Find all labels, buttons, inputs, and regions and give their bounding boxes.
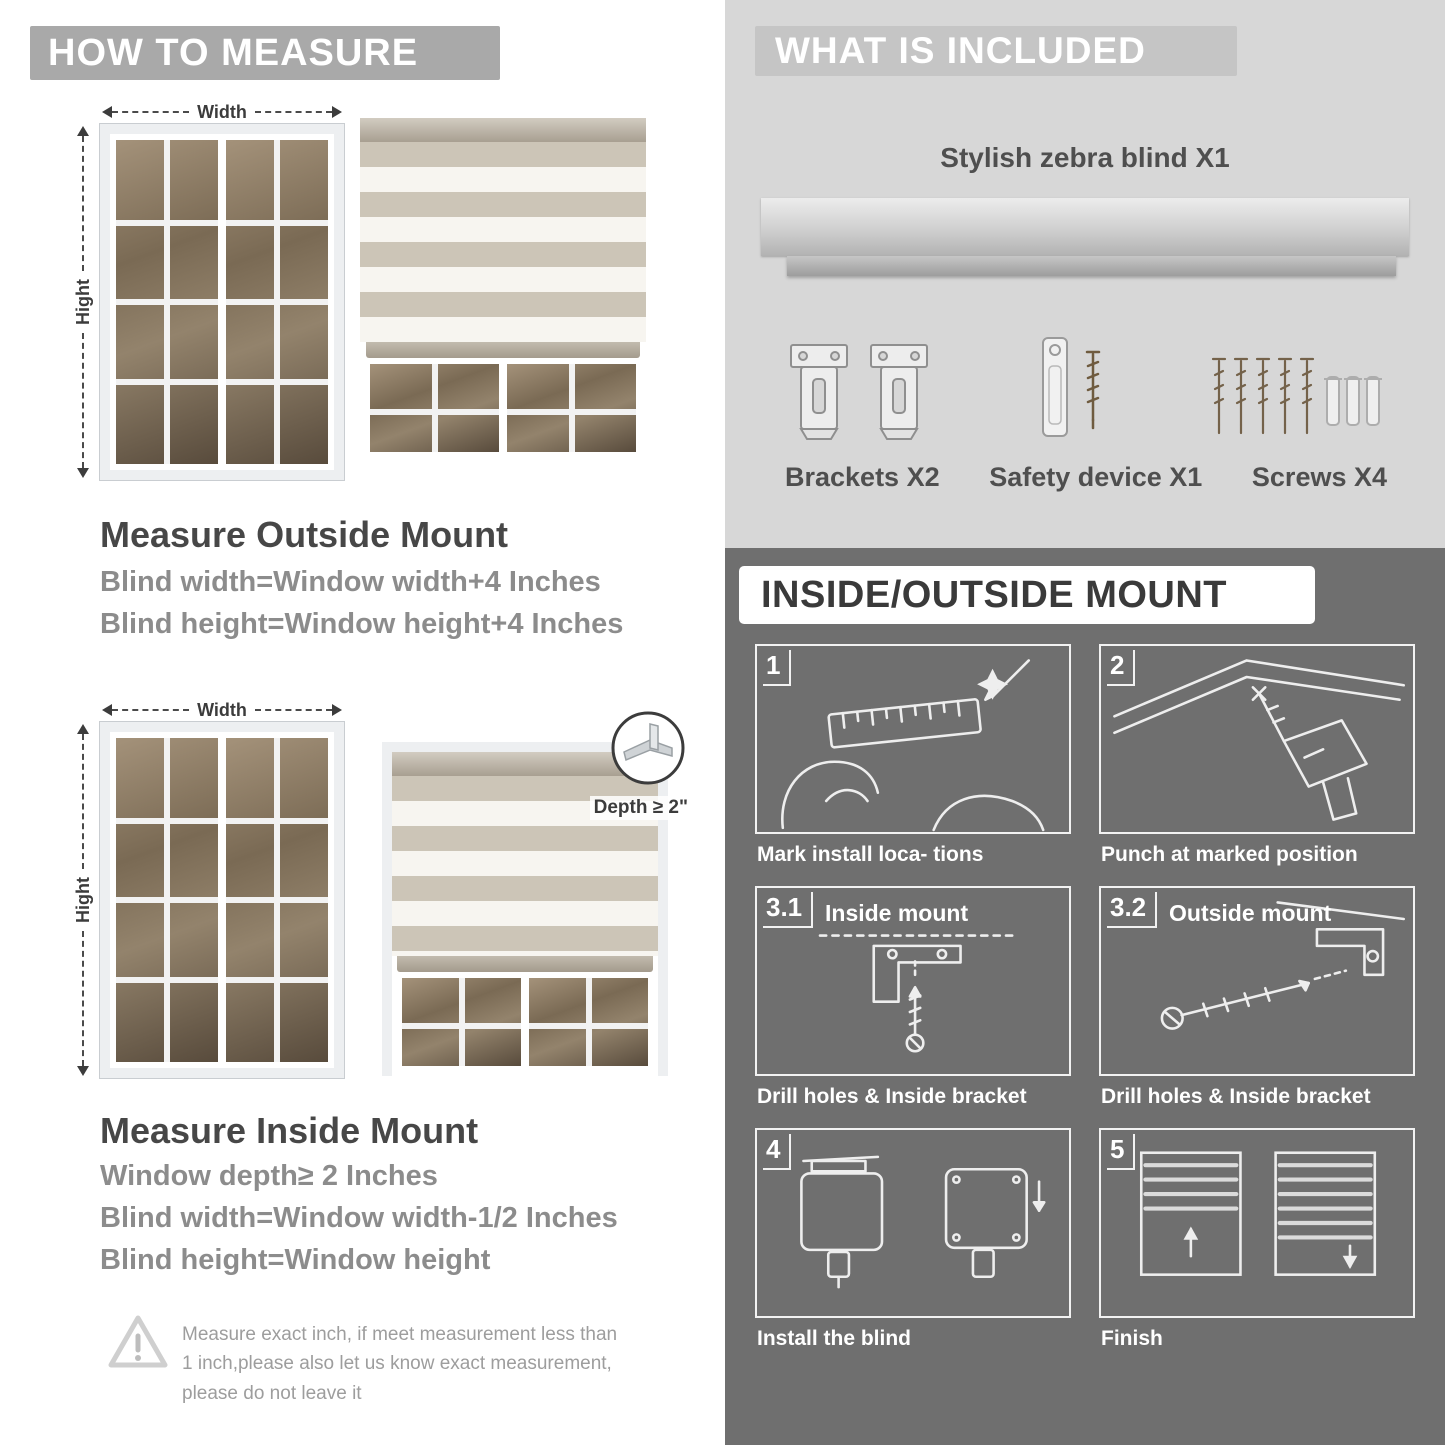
inside-mount-window-diagram: Width Hight <box>66 698 345 1079</box>
mark-location-illustration <box>781 659 1045 832</box>
how-to-measure-header: HOW TO MEASURE <box>30 26 500 80</box>
screws-label: Screws X4 <box>1251 462 1387 492</box>
window-illustration <box>99 123 345 481</box>
outside-mount-window-diagram: Width Hight <box>66 100 345 481</box>
screws-icon <box>1207 347 1387 452</box>
safety-device-icon <box>1021 332 1121 452</box>
included-labels-row: Brackets X2 Safety device X1 Screws X4 <box>725 462 1445 493</box>
step-1-caption: Mark install loca- tions <box>757 843 984 866</box>
step-3-2: 3.2 Outside mount <box>1099 886 1415 1128</box>
arrow-right-icon <box>332 106 343 118</box>
step-1-panel: 1 <box>755 644 1071 834</box>
step-3-1: 3.1 Inside mount <box>755 886 1071 1128</box>
drill-illustration <box>1113 659 1406 821</box>
mount-instructions-section: INSIDE/OUTSIDE MOUNT 1 <box>725 548 1445 1445</box>
width-arrow: Width <box>100 100 344 124</box>
inside-bracket-illustration <box>818 934 1018 1053</box>
arrow-right-icon <box>332 704 343 716</box>
zebra-blind-inside-illustration: Depth ≥ 2" <box>382 711 692 1076</box>
window-under-blind <box>392 972 658 1076</box>
step-number: 5 <box>1107 1134 1136 1170</box>
mount-steps-grid: 1 <box>755 644 1415 1370</box>
outside-height-formula: Blind height=Window height+4 Inches <box>100 608 624 640</box>
blind-bottomrail <box>365 342 641 358</box>
step-3-1-panel: 3.1 Inside mount <box>755 886 1071 1076</box>
brackets-label: Brackets X2 <box>785 462 940 492</box>
window-pane <box>226 140 328 464</box>
arrow-left-icon <box>102 704 112 716</box>
width-label: Width <box>197 699 247 720</box>
warning-icon <box>106 1312 170 1372</box>
arrow-down-icon <box>77 468 89 479</box>
inside-width-formula: Blind width=Window width-1/2 Inches <box>100 1202 618 1234</box>
safety-device-label: Safety device X1 <box>989 462 1203 492</box>
step-3-2-title: Outside mount <box>1169 900 1332 926</box>
outside-mount-title: Measure Outside Mount <box>100 514 509 555</box>
zebra-blind-outside-illustration <box>360 118 646 462</box>
step-4-caption: Install the blind <box>757 1327 912 1350</box>
window-under-blind <box>360 358 646 462</box>
step-5: 5 <box>1099 1128 1415 1370</box>
how-to-measure-section: HOW TO MEASURE Width Hight <box>0 0 715 1445</box>
inside-depth-rule: Window depth≥ 2 Inches <box>100 1160 438 1192</box>
step-5-caption: Finish <box>1101 1327 1163 1350</box>
step-4-panel: 4 <box>755 1128 1071 1318</box>
inside-height-formula: Blind height=Window height <box>100 1244 491 1276</box>
right-column: WHAT IS INCLUDED Stylish zebra blind X1 <box>725 0 1445 1445</box>
blind-headrail <box>360 118 646 142</box>
step-3-2-panel: 3.2 Outside mount <box>1099 886 1415 1076</box>
what-is-included-header: WHAT IS INCLUDED <box>755 26 1237 76</box>
step-5-panel: 5 <box>1099 1128 1415 1318</box>
step-3-2-caption: Drill holes & Inside bracket <box>1101 1085 1371 1108</box>
product-name: Stylish zebra blind X1 <box>940 142 1230 173</box>
step-2-caption: Punch at marked position <box>1101 843 1358 866</box>
brackets-icon <box>785 337 935 452</box>
width-label: Width <box>197 101 247 122</box>
step-1: 1 <box>755 644 1071 886</box>
height-arrow: Hight <box>66 124 100 480</box>
width-arrow: Width <box>100 698 344 722</box>
step-number: 2 <box>1107 650 1136 686</box>
step-3-1-title: Inside mount <box>825 900 969 926</box>
step-3-1-caption: Drill holes & Inside bracket <box>757 1085 1027 1108</box>
finish-illustration <box>1139 1151 1377 1276</box>
included-items-row <box>725 322 1445 452</box>
install-blind-illustration <box>800 1155 1046 1289</box>
arrow-up-icon <box>77 126 89 136</box>
window-pane <box>116 140 218 464</box>
window-illustration <box>99 721 345 1079</box>
blind-headrail-graphic <box>761 198 1409 276</box>
step-number: 1 <box>763 650 792 686</box>
mount-header: INSIDE/OUTSIDE MOUNT <box>739 566 1315 624</box>
depth-detail-magnifier <box>610 710 686 786</box>
step-number: 3.1 <box>763 892 814 928</box>
depth-label: Depth ≥ 2" <box>589 796 692 820</box>
height-label: Hight <box>72 877 93 923</box>
arrow-up-icon <box>77 724 89 734</box>
height-label: Hight <box>72 279 93 325</box>
blind-stripes <box>360 142 646 342</box>
arrow-down-icon <box>77 1066 89 1077</box>
step-number: 3.2 <box>1107 892 1158 928</box>
outside-bracket-illustration <box>1160 901 1406 1030</box>
outside-width-formula: Blind width=Window width+4 Inches <box>100 566 601 598</box>
height-arrow: Hight <box>66 722 100 1078</box>
inside-mount-title: Measure Inside Mount <box>100 1110 479 1151</box>
step-number: 4 <box>763 1134 792 1170</box>
step-4: 4 <box>755 1128 1071 1370</box>
arrow-left-icon <box>102 106 112 118</box>
measure-note: Measure exact inch, if meet measurement … <box>182 1324 618 1404</box>
what-is-included-section: WHAT IS INCLUDED Stylish zebra blind X1 <box>725 0 1445 548</box>
step-2-panel: 2 <box>1099 644 1415 834</box>
step-2: 2 <box>1099 644 1415 886</box>
